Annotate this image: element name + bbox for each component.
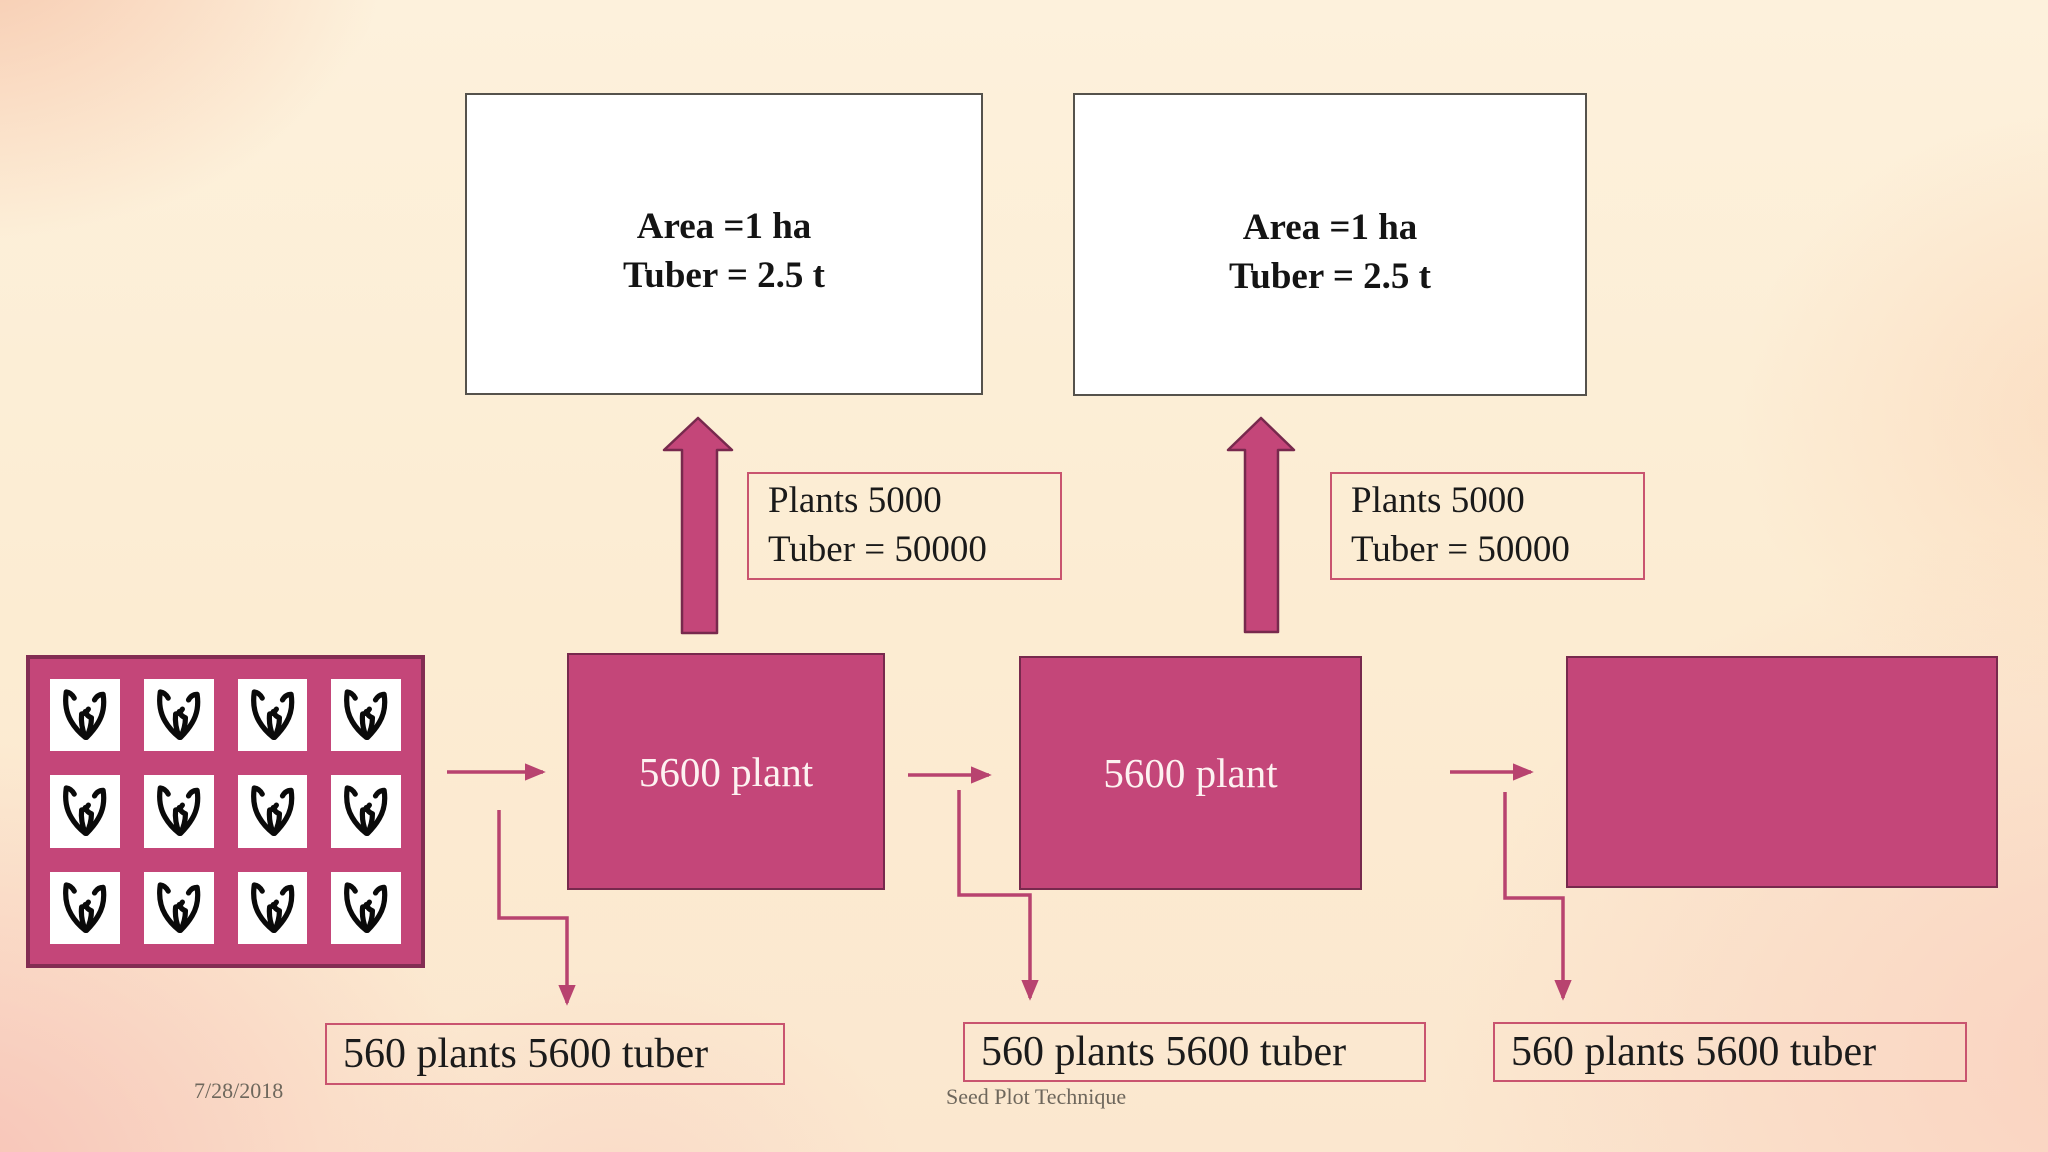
seed-grid	[26, 655, 425, 968]
seedling-cell	[50, 679, 120, 752]
sprout-icon	[344, 689, 388, 740]
plant-box-1-label: 5600 plant	[638, 748, 814, 795]
rate-box-2-line2: Tuber = 50000	[1351, 529, 1570, 570]
slide-date: 7/28/2018	[194, 1078, 284, 1103]
seedling-cell	[237, 871, 308, 944]
sprout-icon	[156, 689, 201, 740]
harvest-box-1-label: 560 plants 5600 tuber	[343, 1031, 709, 1077]
sprout-icon	[63, 785, 107, 837]
elbow-arrow-to-harvest-3	[1503, 792, 1572, 1001]
yield-box-2: Area =1 ha Tuber = 2.5 t	[1073, 93, 1587, 396]
sprout-icon	[344, 881, 388, 933]
harvest-box-1: 560 plants 5600 tuber	[325, 1023, 785, 1085]
sprout-icon	[250, 881, 295, 933]
seedling-cell	[331, 871, 401, 944]
elbow-arrow-to-harvest-1	[497, 810, 576, 1006]
rate-box-2: Plants 5000 Tuber = 50000	[1330, 472, 1645, 580]
seedling-cell	[237, 775, 308, 848]
block-arrow-up-1	[662, 416, 734, 635]
plant-box-2: 5600 plant	[1019, 656, 1362, 890]
sprout-icon	[156, 785, 201, 837]
seedling-cell	[331, 775, 401, 848]
seedling-cell	[50, 871, 120, 944]
rate-box-2-line1: Plants 5000	[1351, 480, 1525, 522]
harvest-box-3-label: 560 plants 5600 tuber	[1511, 1029, 1877, 1075]
yield-box-2-line2: Tuber = 2.5 t	[1228, 255, 1432, 297]
plant-box-2-label: 5600 plant	[1103, 750, 1278, 796]
rate-box-1: Plants 5000 Tuber = 50000	[747, 472, 1062, 580]
slide-footer-title: Seed Plot Technique	[946, 1084, 1127, 1109]
block-arrow-up-2	[1226, 416, 1296, 634]
plant-box-3	[1566, 656, 1998, 888]
harvest-box-2: 560 plants 5600 tuber	[963, 1022, 1426, 1082]
seedling-cell	[143, 775, 214, 848]
sprout-icon	[344, 785, 388, 837]
rate-box-1-line1: Plants 5000	[768, 480, 942, 522]
yield-box-1-line1: Area =1 ha	[636, 206, 812, 248]
seedling-cell	[331, 679, 401, 752]
sprout-icon	[250, 785, 295, 837]
harvest-box-3: 560 plants 5600 tuber	[1493, 1022, 1967, 1082]
rate-box-1-line2: Tuber = 50000	[768, 529, 987, 570]
seedling-cell	[143, 871, 214, 944]
sprout-icon	[250, 689, 295, 740]
yield-box-1: Area =1 ha Tuber = 2.5 t	[465, 93, 983, 395]
sprout-icon	[156, 881, 201, 933]
sprout-icon	[63, 689, 107, 740]
seedling-cell	[143, 679, 214, 752]
yield-box-2-line1: Area =1 ha	[1242, 206, 1418, 248]
yield-box-1-line2: Tuber = 2.5 t	[622, 255, 826, 296]
plant-box-1: 5600 plant	[567, 653, 885, 890]
seedling-cell	[237, 679, 308, 752]
sprout-icon	[63, 881, 107, 933]
harvest-box-2-label: 560 plants 5600 tuber	[981, 1029, 1347, 1075]
seedling-cell	[50, 775, 120, 848]
